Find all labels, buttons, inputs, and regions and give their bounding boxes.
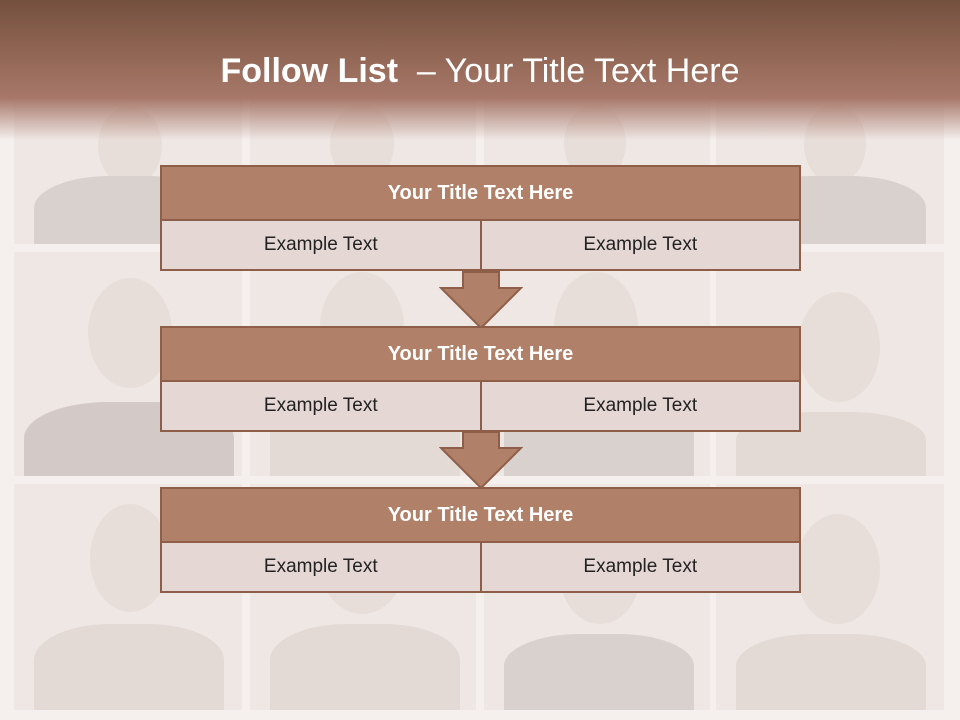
slide-title-bold: Follow List	[220, 52, 399, 90]
flow-block-cell-right: Example Text	[481, 382, 801, 432]
flow-block-cell-left: Example Text	[160, 382, 482, 432]
down-arrow-icon	[439, 431, 523, 490]
flow-block-cell-left: Example Text	[160, 221, 482, 271]
flow-block-title: Your Title Text Here	[160, 165, 801, 221]
flow-block-2: Your Title Text Here Example Text Exampl…	[160, 326, 801, 432]
flow-block-3: Your Title Text Here Example Text Exampl…	[160, 487, 801, 593]
flow-block-title: Your Title Text Here	[160, 326, 801, 382]
flow-block-row: Example Text Example Text	[160, 382, 801, 432]
down-arrow-icon	[439, 271, 523, 330]
flow-block-cell-right: Example Text	[481, 221, 801, 271]
flow-block-row: Example Text Example Text	[160, 221, 801, 271]
flow-block-title: Your Title Text Here	[160, 487, 801, 543]
flow-block-row: Example Text Example Text	[160, 543, 801, 593]
flow-block-cell-right: Example Text	[481, 543, 801, 593]
title-banner	[0, 0, 960, 140]
flow-block-1: Your Title Text Here Example Text Exampl…	[160, 165, 801, 271]
slide-title: Follow List – Your Title Text Here	[0, 52, 960, 91]
slide-title-rest: – Your Title Text Here	[398, 52, 740, 90]
flow-block-cell-left: Example Text	[160, 543, 482, 593]
